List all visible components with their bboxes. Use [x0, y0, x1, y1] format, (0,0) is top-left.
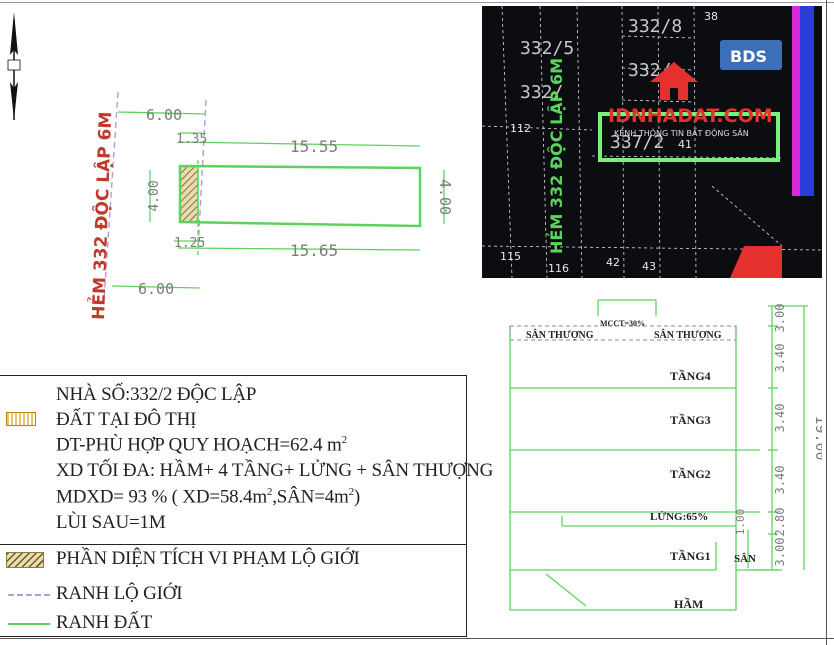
height-dim: 2.80	[773, 508, 787, 537]
setback-dim: 1.00	[734, 509, 747, 536]
map-parcel-number: 42	[606, 256, 620, 269]
floor1-label: TẦNG1	[670, 548, 711, 563]
sheet-right-border	[826, 0, 827, 645]
map-parcel-label: 332/8	[628, 16, 682, 37]
floor4-label: TẦNG4	[670, 368, 711, 383]
legend-violation: PHẦN DIỆN TÍCH VI PHẠM LỘ GIỚI	[56, 548, 360, 569]
legend-land-line: RANH ĐẤT	[56, 612, 153, 633]
roof-outline	[509, 325, 737, 341]
total-height-dim: 19.00	[812, 415, 822, 460]
legend-density: MDXD= 93 % ( XD=58.4m2,SÂN=4m2)	[56, 486, 360, 508]
mezzanine-label: LỬNG:65%	[650, 511, 708, 523]
urban-land-swatch	[6, 412, 36, 426]
basement-label: HẦM	[674, 596, 703, 611]
dim-road-top: 6.00	[146, 106, 182, 124]
map-red-mark	[730, 246, 782, 278]
map-parcel-number: 115	[500, 250, 521, 263]
violation-swatch	[6, 552, 44, 568]
dim-width-right: 4.00	[436, 179, 454, 215]
legend-area-sup: 2	[341, 434, 348, 446]
dim-length-bottom: 15.65	[290, 241, 338, 260]
legend-house-no: NHÀ SỐ:332/2 ĐỘC LẬP	[56, 384, 257, 405]
road-boundary-right	[197, 99, 207, 251]
legend-max-build: XD TỐI ĐA: HẦM+ 4 TẦNG+ LỬNG + SÂN THƯỢN…	[56, 460, 494, 481]
height-dim: 3.00	[773, 304, 787, 333]
height-dim: 3.40	[773, 466, 787, 495]
legend-density-sup1: 2	[266, 486, 273, 498]
legend-setback: LÙI SAU=1M	[56, 512, 166, 533]
roof-right-label: SÂN THƯỢNG	[654, 329, 722, 341]
dim-setback-bottom: 1.25	[174, 236, 205, 251]
legend-road-line: RANH LỘ GIỚI	[56, 583, 183, 604]
roof-left-label: SÂN THƯỢNG	[526, 329, 594, 341]
legend-density-prefix: MDXD= 93 % ( XD=58.4m	[56, 486, 267, 508]
watermark-logo-text: BDS	[730, 47, 767, 66]
legend-box: NHÀ SỐ:332/2 ĐỘC LẬP ĐẤT TẠI ĐÔ THỊ DT-P…	[0, 375, 493, 637]
legend-density-sup2: 2	[348, 486, 355, 498]
map-road-boundary	[792, 6, 800, 196]
mcct-label: MCCT=30%	[600, 319, 645, 328]
map-parcel-number: 112	[510, 122, 531, 135]
map-road-strip	[800, 6, 814, 196]
map-parcel-label: 337/2	[610, 132, 664, 153]
height-dim: 3.00	[773, 538, 787, 567]
yard-label: SÂN	[734, 553, 756, 565]
plan-dimension-lines	[111, 111, 445, 289]
height-dim: 3.40	[773, 344, 787, 373]
sheet-bottom-border	[0, 638, 834, 639]
floor3-label: TẦNG3	[670, 412, 711, 427]
watermark-logo-icon: BDS	[650, 40, 782, 100]
map-parcel-label: 332/5	[520, 38, 574, 59]
legend-divider	[0, 544, 466, 545]
dim-length-top: 15.55	[290, 137, 338, 156]
map-parcel-number: 38	[704, 10, 718, 23]
legend-density-mid: ,SÂN=4m	[272, 486, 349, 508]
legend-area: DT-PHÙ HỢP QUY HOẠCH=62.4 m2	[56, 434, 347, 456]
map-parcel-label: 332/	[520, 82, 563, 103]
dim-road-bottom: 6.00	[138, 280, 174, 298]
building-section: MCCT=30% SÂN THƯỢNG SÂN THƯỢNG TẦNG4 TẦN…	[509, 299, 822, 611]
north-arrow-icon	[7, 12, 21, 120]
dim-width-left: 4.00	[147, 180, 162, 211]
floor2-label: TẦNG2	[670, 466, 711, 481]
height-dim: 3.40	[773, 404, 787, 433]
legend-area-text: DT-PHÙ HỢP QUY HOẠCH=62.4 m	[56, 434, 342, 456]
map-highlight-parcel	[598, 112, 780, 162]
road-boundary-left	[103, 91, 119, 301]
land-parcel	[178, 164, 422, 228]
watermark-brand: IDNHADAT.COM	[608, 105, 773, 127]
section-lines	[509, 299, 808, 611]
violation-area	[179, 165, 199, 223]
land-boundary-swatch	[8, 623, 50, 625]
road-boundary-swatch	[8, 594, 50, 596]
legend-density-suffix: )	[353, 486, 361, 508]
map-street-label: HẺM 332 ĐỘC LẬP 6M	[545, 58, 566, 254]
map-parcel-number: 116	[548, 262, 569, 275]
cadastral-map: 332/8 332/5 332/ 332/ 337/2 38 112 41 11…	[482, 6, 822, 278]
watermark-tagline: KÊNH THÔNG TIN BẤT ĐỘNG SẢN	[614, 127, 749, 138]
plan-street-label: HẺM 332 ĐỘC LẬP 6M	[86, 111, 116, 320]
site-plan: HẺM 332 ĐỘC LẬP 6M 6.00 1.35 15.55	[7, 12, 454, 320]
dim-setback-top: 1.35	[176, 132, 207, 147]
map-parcel-number: 41	[678, 138, 692, 151]
map-parcel-number: 43	[642, 260, 656, 273]
sheet-top-border	[0, 2, 834, 3]
legend-land-type: ĐẤT TẠI ĐÔ THỊ	[56, 409, 197, 430]
